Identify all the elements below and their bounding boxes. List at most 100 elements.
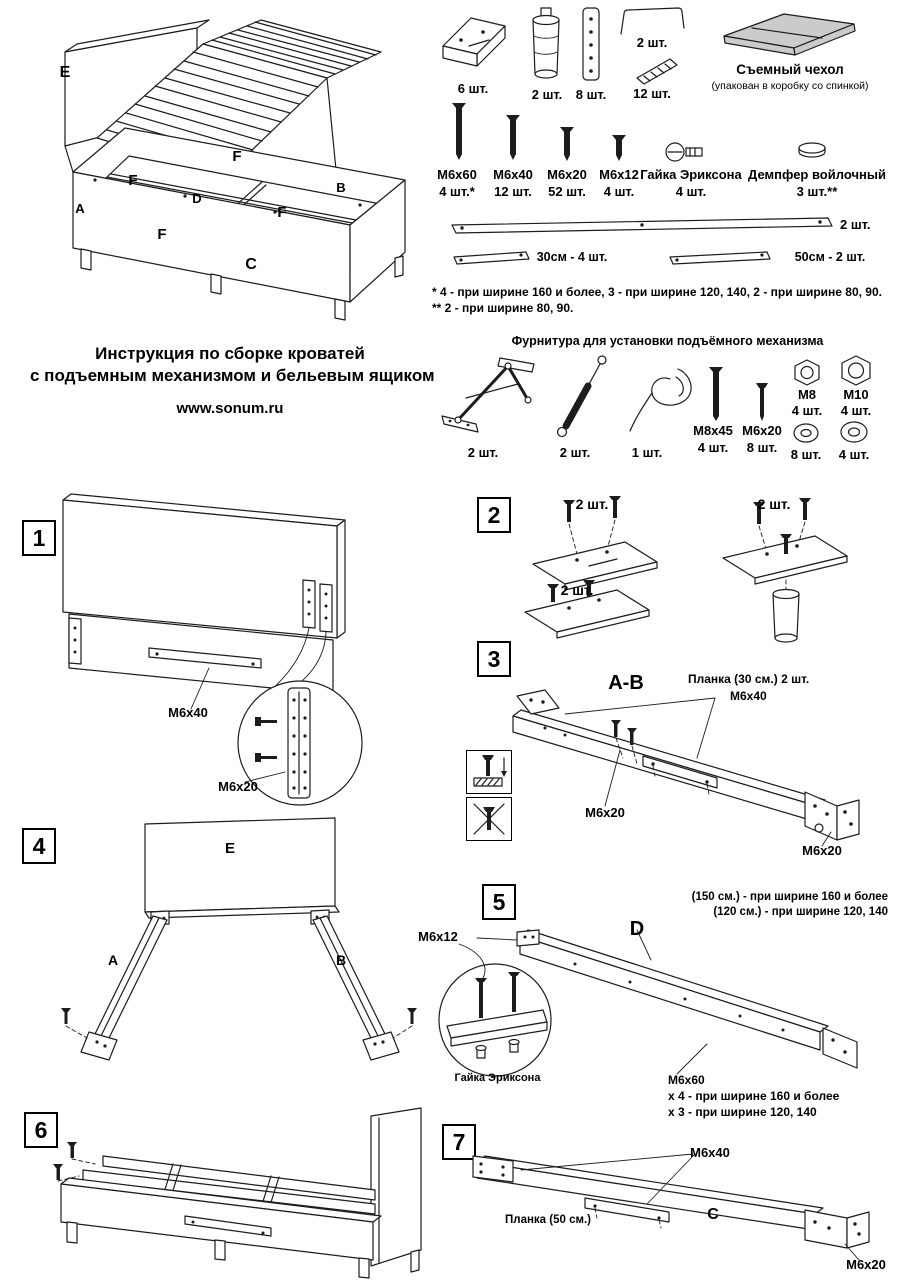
overview-label-f3: F [277, 204, 287, 221]
step7-m6x20-label: М6х20 [846, 1257, 886, 1272]
washer-small-icon [793, 423, 819, 443]
no-power-tool-pictogram [466, 797, 512, 841]
step3-m6x20-left-label: М6х20 [585, 805, 625, 820]
step-4-drawing [61, 817, 417, 1061]
bolt-m6x20-lift-icon [756, 383, 768, 421]
overview-label-f2: F [128, 172, 138, 189]
step3-title-ab: А-В [608, 672, 644, 694]
step-7-drawing [472, 1153, 870, 1261]
plate-qty-label: 8 шт. [575, 87, 607, 102]
bolt-m6x60-icon [452, 103, 466, 160]
bolt-m6x60-qty: 4 шт.* [439, 184, 475, 199]
step-4-number: 4 [22, 828, 56, 864]
cover-title-label: Съемный чехол [736, 62, 844, 77]
bolt-m8x45-qty: 4 шт. [697, 440, 729, 455]
bracket-qty-label: 6 шт. [457, 81, 489, 96]
step5-m6x60-note2: х 3 - при ширине 120, 140 [668, 1105, 817, 1119]
bolt-m6x40-icon [506, 115, 520, 160]
doc-title-line1: Инструкция по сборке кроватей [95, 344, 365, 363]
felt-damper-qty: 3 шт.** [796, 184, 838, 199]
bolt-m6x60-name: М6х60 [437, 167, 477, 182]
bolt-m6x20-lift-qty: 8 шт. [746, 440, 778, 455]
overview-label-b: В [336, 180, 346, 195]
step5-note-120: (120 см.) - при ширине 120, 140 [713, 906, 888, 918]
bolt-m8x45-icon [709, 367, 723, 421]
doc-title-line2: с подъемным механизмом и бельевым ящиком [30, 366, 435, 385]
wire-qty-label: 2 шт. [636, 35, 668, 50]
step-1-number: 1 [22, 520, 56, 556]
erickson-nut-qty: 4 шт. [675, 184, 707, 199]
long-bar-icon [451, 217, 833, 234]
step7-label-c: C [707, 1206, 719, 1223]
footnote-1: * 4 - при ширине 160 и более, 3 - при ши… [432, 285, 882, 299]
step-1-drawing [62, 493, 363, 806]
leg-icon [532, 7, 560, 79]
step1-m6x40-label: М6х40 [168, 705, 208, 720]
step-6-number: 6 [24, 1112, 58, 1148]
step5-m6x60-label: М6х60 [668, 1073, 705, 1087]
bolt-m6x12-name: М6х12 [599, 167, 639, 182]
cover-icon [723, 13, 856, 56]
wedge-qty-label: 12 шт. [633, 86, 671, 101]
step7-plank-label: Планка (50 см.) [505, 1214, 592, 1226]
overview-label-c: C [245, 256, 257, 273]
step4-label-a: А [107, 952, 119, 968]
website-link: www.sonum.ru [176, 400, 284, 417]
overview-label-e: E [59, 64, 71, 81]
bar-30cm-icon [453, 251, 530, 265]
washer-small-qty: 8 шт. [790, 447, 822, 462]
bolt-m6x12-icon [612, 135, 626, 161]
washer-large-icon [840, 421, 868, 443]
long-bar-qty-label: 2 шт. [840, 217, 871, 232]
step3-plank-label: Планка (30 см.) 2 шт. [688, 672, 810, 686]
step1-m6x20-label: М6х20 [218, 779, 258, 794]
step3-m6x20-right-label: М6х20 [802, 843, 842, 858]
bar-50cm-label: 50см - 2 шт. [794, 250, 866, 264]
nut-m10-icon [841, 355, 871, 386]
strap-icon [629, 368, 692, 432]
nut-m8-qty: 4 шт. [791, 403, 823, 418]
step-5-drawing [438, 929, 858, 1077]
step5-note-150: (150 см.) - при ширине 160 и более [691, 891, 888, 903]
step4-label-e: E [224, 840, 235, 857]
step-3-drawing [512, 689, 860, 847]
gas-strut-qty: 2 шт. [559, 445, 591, 460]
step-2-drawing [524, 496, 848, 643]
step-7-number: 7 [442, 1124, 476, 1160]
bolt-m6x20-qty: 52 шт. [548, 184, 586, 199]
bolt-m8x45-name: М8х45 [693, 423, 733, 438]
step7-m6x40-label: М6х40 [690, 1145, 730, 1160]
bolt-m6x20-name: М6х20 [547, 167, 587, 182]
bolt-m6x40-name: М6х40 [493, 167, 533, 182]
step2-qty-right: 2 шт. [757, 496, 791, 512]
flat-plate-icon [582, 7, 600, 81]
bar-30cm-label: 30см - 4 шт. [536, 250, 608, 264]
felt-damper-name: Демпфер войлочный [748, 167, 886, 182]
leg-qty-label: 2 шт. [531, 87, 563, 102]
lift-hardware-title: Фурнитура для установки подъёмного механ… [511, 334, 824, 348]
washer-large-qty: 4 шт. [838, 447, 870, 462]
step5-erickson-nut-label: Гайка Эриксона [454, 1072, 541, 1084]
overview-label-d: D [192, 191, 202, 206]
footnote-2: ** 2 - при ширине 80, 90. [432, 301, 574, 315]
gas-strut-icon [556, 355, 607, 438]
step2-qty-top-left: 2 шт. [575, 496, 609, 512]
overview-label-f4: F [157, 226, 167, 243]
step4-label-b: В [335, 952, 347, 968]
bar-50cm-icon [669, 251, 771, 265]
erickson-nut-name: Гайка Эриксона [640, 167, 742, 182]
overview-label-a: А [75, 201, 85, 216]
bracket-icon [442, 17, 506, 67]
wire-handle-icon [620, 7, 685, 35]
step3-m6x40-label: М6х40 [730, 689, 767, 703]
nut-m10-name: М10 [843, 387, 869, 402]
step-6-drawing [53, 1107, 422, 1279]
overview-label-f1: F [232, 148, 242, 165]
bolt-m6x40-qty: 12 шт. [494, 184, 532, 199]
step5-m6x12-label: М6х12 [418, 929, 458, 944]
nut-m8-icon [794, 359, 820, 386]
erickson-nut-icon [665, 142, 703, 162]
step5-label-d: D [629, 918, 645, 940]
lift-mechanism-qty: 2 шт. [467, 445, 499, 460]
